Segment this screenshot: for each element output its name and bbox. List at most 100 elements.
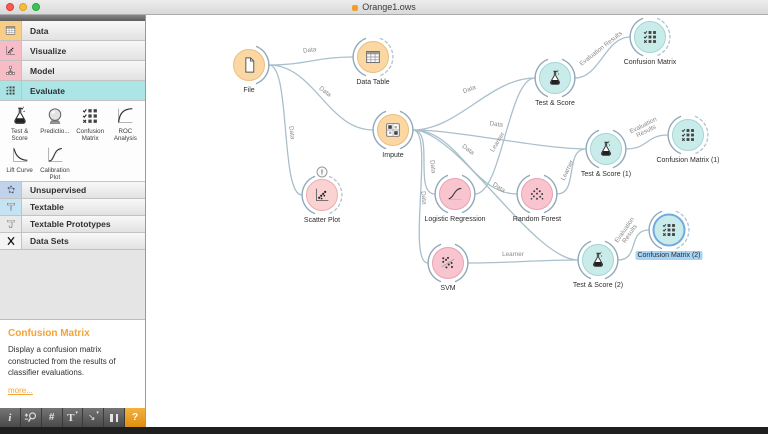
edge-file-scatter[interactable]: Data	[268, 64, 303, 196]
node-label: Random Forest	[513, 216, 561, 223]
node-body[interactable]	[439, 178, 471, 210]
close-button[interactable]	[6, 3, 14, 11]
output-arc[interactable]	[612, 129, 627, 169]
description-title: Confusion Matrix	[8, 328, 90, 339]
input-arc[interactable]	[667, 115, 682, 155]
input-arc[interactable]	[427, 243, 442, 283]
output-arc[interactable]	[379, 37, 394, 77]
node-datatable[interactable]: Data Table	[352, 37, 394, 87]
edge-label: EvaluationResults	[613, 216, 641, 248]
node-cm1[interactable]: Confusion Matrix (1)	[656, 115, 720, 165]
warning-icon[interactable]	[316, 166, 328, 178]
freeze-button[interactable]	[104, 408, 126, 427]
category-label: Unsupervised	[30, 185, 87, 195]
edge-impute-svm[interactable]: Data	[412, 129, 429, 264]
info-button[interactable]: i	[0, 408, 21, 427]
node-scatter[interactable]: !Scatter Plot	[301, 166, 343, 224]
grid-button[interactable]: #	[42, 408, 63, 427]
sidebar-item-textable[interactable]: Textable	[0, 199, 145, 216]
zoom-button[interactable]	[21, 408, 42, 427]
input-arc[interactable]	[434, 174, 449, 214]
edge-label: Learner	[502, 251, 524, 258]
dock-handle[interactable]	[0, 14, 145, 21]
output-arc[interactable]	[561, 58, 576, 98]
input-arc[interactable]	[585, 129, 600, 169]
widget-label: Predictio...	[40, 128, 70, 135]
edge-ts-cm[interactable]: Evaluation Results	[574, 30, 631, 79]
edge-svm-ts2[interactable]: Learner	[467, 251, 579, 264]
node-file[interactable]: File	[233, 45, 270, 95]
more-link[interactable]: more...	[8, 385, 33, 395]
node-impute[interactable]: Impute	[372, 110, 414, 160]
node-label: Data Table	[356, 79, 389, 86]
input-arc[interactable]	[516, 174, 531, 214]
sidebar-item-textable-prototypes[interactable]: Textable Prototypes	[0, 216, 145, 233]
input-arc[interactable]	[372, 110, 387, 150]
sidebar-item-evaluate[interactable]: Evaluate	[0, 81, 145, 101]
input-arc[interactable]	[648, 210, 663, 250]
node-logreg[interactable]: Logistic Regression	[424, 174, 486, 224]
flask-icon	[550, 69, 560, 85]
widget-roc-analysis[interactable]: ROC Analysis	[108, 104, 143, 143]
category-label: Textable	[30, 202, 64, 212]
edge-ts1-cm1[interactable]: EvaluationResults	[625, 116, 669, 150]
matrix-icon	[643, 30, 656, 44]
edge-impute-ts1[interactable]: Data	[412, 120, 587, 150]
output-arc[interactable]	[694, 115, 709, 155]
output-arc[interactable]	[255, 45, 270, 85]
widget-test-score[interactable]: Test & Score	[2, 104, 37, 143]
sidebar-item-model[interactable]: Model	[0, 61, 145, 81]
node-cm[interactable]: Confusion Matrix	[624, 17, 677, 67]
input-arc[interactable]	[629, 17, 644, 57]
edge-impute-logreg[interactable]: Data	[412, 129, 437, 195]
input-arc[interactable]	[352, 37, 367, 77]
node-ts1[interactable]: Test & Score (1)	[581, 129, 631, 179]
node-label: Confusion Matrix (1)	[656, 157, 719, 164]
help-button[interactable]: ?	[125, 408, 146, 427]
flask-icon	[593, 251, 603, 267]
sidebar-item-visualize[interactable]: Visualize	[0, 41, 145, 61]
widget-predictio[interactable]: Predictio...	[37, 104, 72, 143]
arrow-tool-button[interactable]: ↘▾	[83, 408, 105, 427]
widget-confusion-matrix[interactable]: Confusion Matrix	[73, 104, 108, 143]
input-arc[interactable]	[534, 58, 549, 98]
edge-impute-ts[interactable]: Data	[412, 77, 536, 131]
window-title: Orange1.ows	[0, 0, 768, 14]
node-body[interactable]	[306, 179, 338, 211]
output-arc[interactable]	[454, 243, 469, 283]
output-arc[interactable]	[399, 110, 414, 150]
impute-icon	[386, 123, 400, 137]
input-arc[interactable]	[301, 175, 316, 215]
node-forest[interactable]: Random Forest	[513, 174, 561, 224]
text-tool-button[interactable]: T▾	[63, 408, 84, 427]
minimize-button[interactable]	[19, 3, 27, 11]
sidebar-item-unsupervised[interactable]: Unsupervised	[0, 182, 145, 199]
table-icon	[366, 50, 380, 64]
node-cm2[interactable]: Confusion Matrix (2)	[635, 210, 703, 261]
output-arc[interactable]	[461, 174, 476, 214]
widget-lift-curve[interactable]: Lift Curve	[2, 143, 37, 181]
node-label: File	[243, 87, 254, 94]
edge-file-datatable[interactable]: Data	[268, 46, 354, 66]
output-arc[interactable]	[328, 175, 343, 215]
sidebar-item-data[interactable]: Data	[0, 21, 145, 41]
widget-calibration-plot[interactable]: Calibration Plot	[37, 143, 72, 181]
node-ts[interactable]: Test & Score	[534, 58, 576, 108]
output-arc[interactable]	[656, 17, 671, 57]
logistic-icon	[448, 187, 462, 200]
output-arc[interactable]	[543, 174, 558, 214]
input-arc[interactable]	[577, 240, 592, 280]
output-arc[interactable]	[675, 210, 690, 250]
node-label: Confusion Matrix (2)	[637, 252, 700, 259]
flask-icon	[9, 104, 31, 127]
sidebar-item-data-sets[interactable]: Data Sets	[0, 233, 145, 250]
node-label: Test & Score (1)	[581, 171, 631, 178]
output-arc[interactable]	[604, 240, 619, 280]
node-svm[interactable]: SVM	[427, 243, 469, 293]
node-label: Impute	[382, 152, 404, 159]
maximize-button[interactable]	[32, 3, 40, 11]
node-ts2[interactable]: Test & Score (2)	[573, 240, 623, 290]
edge-label: Learner	[560, 159, 576, 182]
